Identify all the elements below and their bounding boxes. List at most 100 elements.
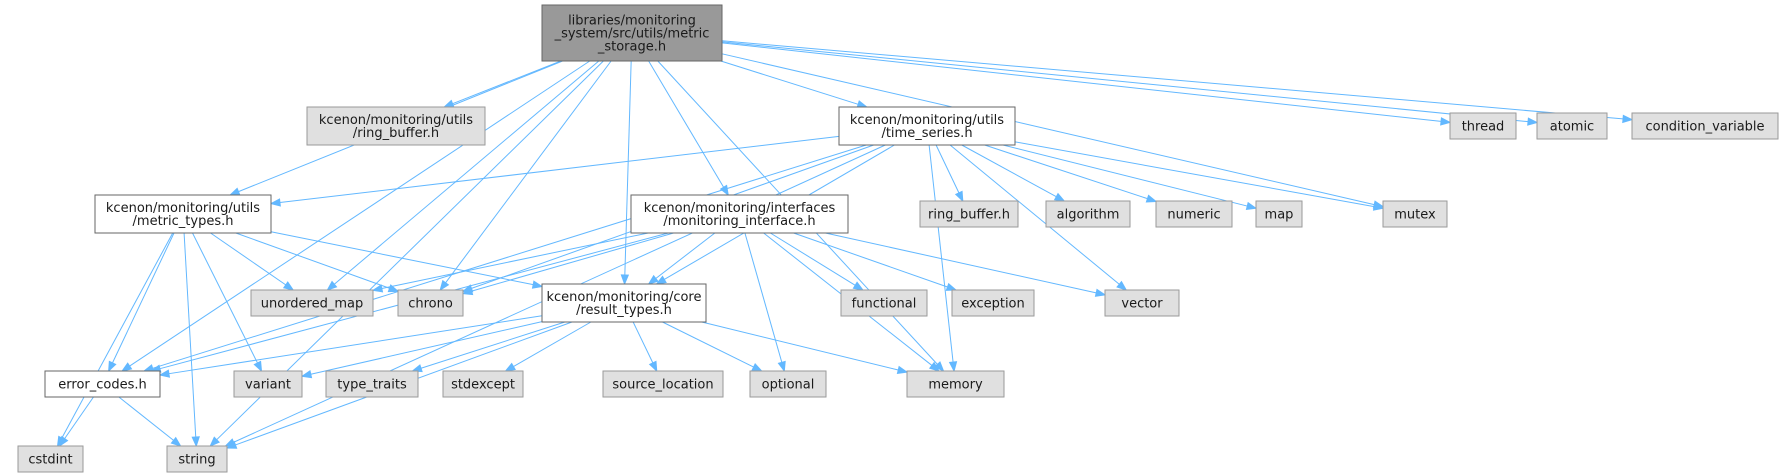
- edge-time_series-to-numeric: [984, 144, 1148, 200]
- node-label-chrono: chrono: [408, 297, 453, 312]
- node-chrono: chrono: [397, 289, 464, 317]
- node-label-map: map: [1265, 208, 1294, 223]
- node-box-type_traits: [325, 370, 419, 398]
- edge-time_series-to-metric_types: [279, 135, 840, 204]
- node-type_traits: type_traits: [325, 370, 419, 398]
- node-box-stdexcept: [442, 370, 524, 398]
- edge-error_codes-to-string: [118, 396, 174, 441]
- arrowhead-monitoring_interface-to-vector: [1094, 288, 1107, 297]
- node-box-unordered_map: [250, 289, 374, 317]
- node-label-source_location: source_location: [612, 378, 713, 393]
- node-box-cstdint: [17, 445, 84, 473]
- edge-metric_types-to-result_types: [270, 231, 534, 286]
- node-box-monitoring_interface: [630, 194, 849, 234]
- arrowhead-metric_storage-to-thread: [1440, 117, 1452, 126]
- arrowhead-time_series-to-metric_types: [269, 198, 281, 207]
- node-box-error_codes: [44, 370, 161, 398]
- node-error_codes[interactable]: error_codes.h: [44, 370, 161, 398]
- node-box-functional: [840, 289, 928, 317]
- edge-monitoring_interface-to-unordered_map: [381, 232, 649, 289]
- arrowhead-error_codes-to-cstdint: [58, 435, 69, 448]
- edge-monitoring_interface-to-vector: [825, 232, 1097, 294]
- edge-metric_storage-to-ring_buffer_full: [452, 60, 562, 105]
- node-box-ring_buffer: [919, 200, 1019, 228]
- edge-metric_types-to-error_codes: [112, 232, 175, 364]
- node-label-time_series: /time_series.h: [881, 126, 972, 141]
- node-vector: vector: [1104, 289, 1180, 317]
- node-box-variant: [233, 370, 303, 398]
- edge-result_types-to-error_codes: [168, 315, 543, 375]
- arrowhead-metric_storage-to-result_types: [620, 274, 630, 286]
- node-label-monitoring_interface: kcenon/monitoring/interfaces: [644, 201, 836, 216]
- edge-time_series-to-map: [1002, 144, 1248, 207]
- arrowhead-result_types-to-memory: [896, 365, 909, 375]
- arrowhead-time_series-to-algorithm: [1053, 192, 1066, 202]
- node-string: string: [166, 445, 228, 473]
- edge-time_series-to-algorithm: [961, 144, 1057, 198]
- node-metric_storage[interactable]: libraries/monitoring_system/src/utils/me…: [541, 4, 723, 62]
- node-box-algorithm: [1045, 200, 1131, 228]
- node-box-string: [166, 445, 228, 473]
- node-label-metric_storage: libraries/monitoring: [568, 14, 696, 29]
- edge-metric_storage-to-unordered_map: [333, 60, 600, 285]
- arrowhead-monitoring_interface-to-unordered_map: [371, 284, 384, 293]
- node-label-metric_types: /metric_types.h: [133, 214, 234, 229]
- node-label-functional: functional: [852, 297, 917, 312]
- edge-monitoring_interface-to-result_types: [655, 232, 716, 279]
- node-label-thread: thread: [1462, 120, 1505, 135]
- arrowhead-metric_storage-to-error_codes: [120, 362, 133, 372]
- node-cstdint: cstdint: [17, 445, 84, 473]
- node-label-time_series: kcenon/monitoring/utils: [850, 113, 1004, 128]
- arrowhead-time_series-to-numeric: [1145, 194, 1158, 203]
- node-box-condition_variable: [1631, 112, 1779, 140]
- arrowhead-monitoring_interface-to-exception: [945, 282, 958, 291]
- arrowhead-time_series-to-mutex: [1372, 202, 1385, 211]
- node-box-ring_buffer_full: [306, 106, 486, 146]
- node-label-condition_variable: condition_variable: [1645, 120, 1764, 135]
- arrowhead-metric_types-to-error_codes: [108, 360, 117, 373]
- edge-metric_storage-to-chrono: [445, 60, 612, 284]
- arrowhead-time_series-to-result_types: [655, 275, 667, 285]
- edge-result_types-to-variant: [310, 321, 543, 375]
- node-stdexcept: stdexcept: [442, 370, 524, 398]
- arrowhead-monitoring_interface-to-result_types: [647, 274, 659, 285]
- node-metric_types[interactable]: kcenon/monitoring/utils/metric_types.h: [94, 194, 272, 234]
- arrowhead-metric_storage-to-atomic: [1527, 117, 1539, 126]
- node-box-metric_types: [94, 194, 272, 234]
- node-unordered_map: unordered_map: [250, 289, 374, 317]
- node-box-metric_storage: [541, 4, 723, 62]
- arrowhead-result_types-to-string: [225, 440, 238, 449]
- node-thread: thread: [1449, 112, 1517, 140]
- node-label-metric_storage: _system/src/utils/metric: [554, 27, 710, 42]
- node-label-algorithm: algorithm: [1057, 208, 1120, 223]
- node-ring_buffer: ring_buffer.h: [919, 200, 1019, 228]
- node-label-unordered_map: unordered_map: [261, 297, 364, 312]
- node-atomic: atomic: [1536, 112, 1608, 140]
- arrowhead-metric_types-to-unordered_map: [282, 281, 295, 291]
- node-map: map: [1255, 200, 1303, 228]
- edge-metric_storage-to-thread: [721, 42, 1442, 122]
- edge-metric_types-to-variant: [192, 232, 258, 364]
- node-source_location: source_location: [602, 370, 724, 398]
- node-result_types[interactable]: kcenon/monitoring/core/result_types.h: [541, 283, 707, 323]
- edge-metric_types-to-unordered_map: [210, 232, 287, 286]
- arrowhead-metric_storage-to-condition_variable: [1622, 114, 1634, 124]
- node-box-map: [1255, 200, 1303, 228]
- arrowhead-metric_storage-to-memory: [933, 361, 945, 373]
- node-box-time_series: [838, 106, 1016, 146]
- node-functional: functional: [840, 289, 928, 317]
- arrowhead-result_types-to-optional: [751, 362, 763, 372]
- arrowhead-time_series-to-vector: [1116, 280, 1128, 291]
- node-label-stdexcept: stdexcept: [451, 378, 515, 393]
- node-time_series[interactable]: kcenon/monitoring/utils/time_series.h: [838, 106, 1016, 146]
- arrowhead-metric_types-to-variant: [253, 360, 263, 373]
- node-label-ring_buffer_full: /ring_buffer.h: [353, 126, 439, 141]
- node-box-exception: [951, 289, 1035, 317]
- node-monitoring_interface[interactable]: kcenon/monitoring/interfaces/monitoring_…: [630, 194, 849, 234]
- arrowhead-result_types-to-source_location: [648, 360, 658, 373]
- node-numeric: numeric: [1155, 200, 1233, 228]
- arrowhead-monitoring_interface-to-chrono: [461, 286, 474, 296]
- node-label-vector: vector: [1121, 297, 1163, 312]
- node-box-numeric: [1155, 200, 1233, 228]
- arrowhead-time_series-to-map: [1245, 201, 1258, 211]
